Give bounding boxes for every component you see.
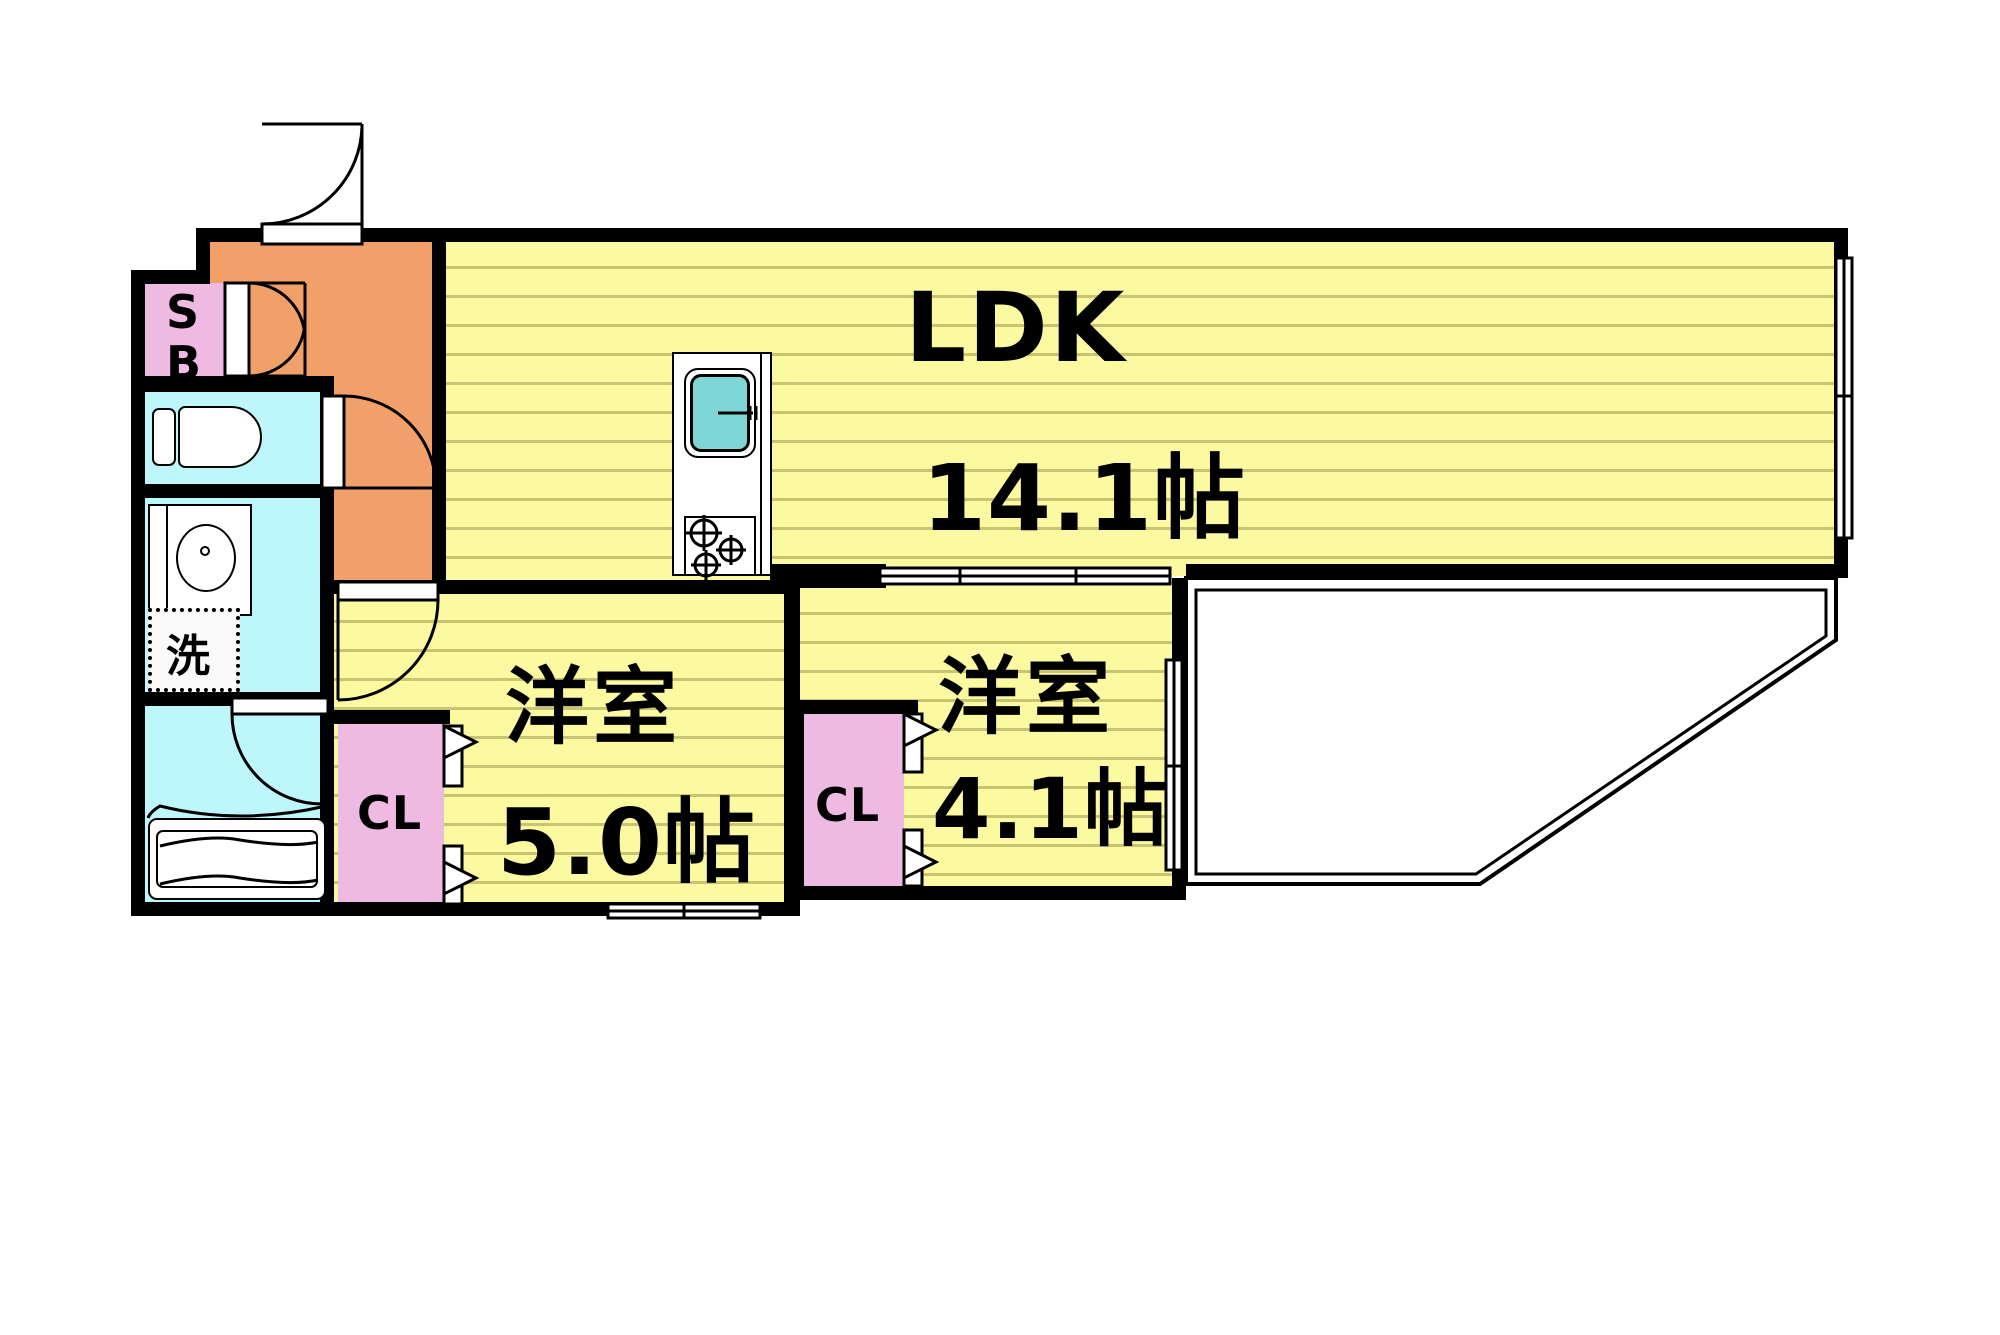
shoe-box-label-top: S (166, 285, 200, 339)
wall-closet2-top (800, 700, 918, 714)
wall-ldk-bedroom5 (334, 580, 784, 594)
wall-toilet-washroom (131, 484, 334, 498)
room-area-bedroom-4: 4.1帖 (932, 760, 1169, 858)
wall-top-outer (210, 228, 1848, 242)
toilet-bowl (178, 406, 262, 468)
wall-bottom-ldk-right (1186, 564, 1848, 578)
wall-hall-ldk (432, 240, 446, 592)
wall-closet1-top (334, 710, 450, 724)
wall-right-ldk (1834, 228, 1848, 578)
room-area-ldk: 14.1帖 (922, 445, 1246, 552)
wall-water-right (320, 376, 334, 916)
balcony-floor (1186, 578, 1446, 884)
wall-bedroom5-bottom (334, 902, 800, 916)
wall-hall-bottom (334, 580, 446, 594)
closet-1-fill (338, 724, 444, 904)
wall-left-outer (131, 270, 145, 916)
washer-label: 洗 (166, 631, 210, 682)
washer-pan (148, 608, 240, 692)
wall-left-connector (131, 270, 210, 284)
shoe-box-label-bottom: B (166, 336, 202, 390)
gas-stove-plate (684, 516, 756, 576)
wall-bottom-left (131, 902, 334, 916)
wall-closet2-left (790, 700, 804, 900)
room-label-bedroom-5: 洋室 (505, 658, 682, 756)
vanity-side-panel (148, 504, 168, 616)
bathtub-inner (156, 830, 318, 888)
vanity-drain-icon (200, 546, 210, 556)
wall-washroom-bath (131, 692, 334, 706)
room-label-ldk: LDK (905, 272, 1127, 384)
closet-2-fill (800, 714, 904, 886)
closet-1-label: CL (357, 786, 423, 840)
room-area-bedroom-5: 5.0帖 (497, 789, 756, 896)
kitchen-sink-basin (690, 374, 750, 452)
entrance-door (260, 122, 364, 246)
room-label-bedroom-4: 洋室 (938, 648, 1115, 746)
vanity-basin (176, 524, 236, 592)
shoe-box-fill (145, 283, 225, 376)
wall-left-hall (196, 228, 210, 280)
wall-bedroom4-right (1172, 578, 1186, 900)
wall-shoe-toilet (131, 376, 334, 392)
closet-2-label: CL (815, 778, 881, 832)
kitchen-side-cabinet (760, 352, 772, 576)
toilet-tank (152, 408, 176, 466)
wall-bedroom4-bottom (800, 886, 1186, 900)
